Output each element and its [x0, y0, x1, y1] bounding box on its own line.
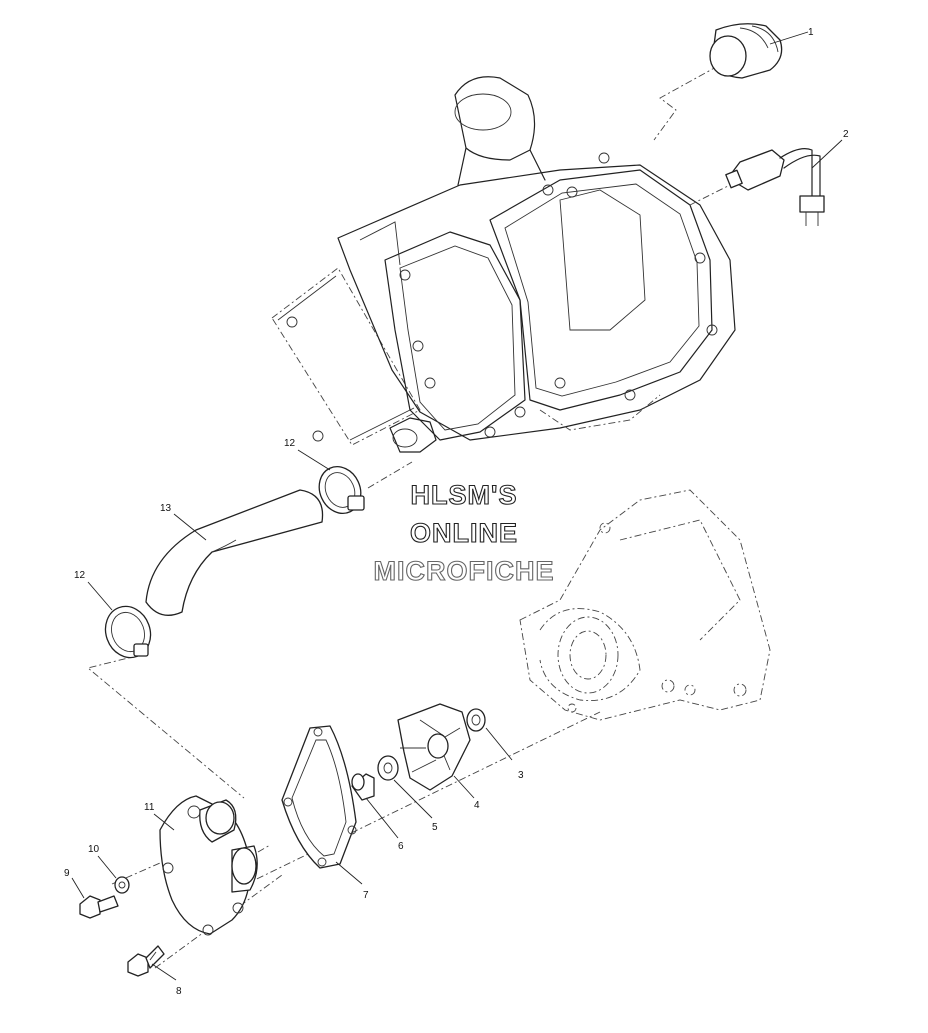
watermark-line-1: HLSM'S: [411, 480, 518, 510]
crankcase: [519, 489, 771, 721]
callout-2: 2: [843, 129, 849, 140]
callout-1: 1: [808, 27, 814, 38]
drain-plug: [351, 773, 375, 801]
water-pump-cover: [159, 795, 258, 936]
callout-3: 3: [518, 770, 524, 781]
cylinder-head-assembly: [271, 76, 736, 453]
leader-lines: [71, 31, 843, 981]
short-bolt: [79, 895, 119, 919]
watermark-line-3: MICROFICHE: [374, 556, 555, 586]
callout-7: 7: [363, 890, 369, 901]
washer: [377, 755, 399, 781]
thermostat: [709, 23, 783, 79]
callout-12-lower: 12: [74, 570, 86, 581]
callout-13: 13: [160, 503, 172, 514]
callout-11: 11: [144, 802, 155, 813]
watermark-line-2: ONLINE: [410, 518, 518, 548]
coolant-hose: [145, 489, 324, 616]
long-bolt: [127, 945, 165, 977]
callout-9: 9: [64, 868, 70, 879]
callout-8: 8: [176, 986, 182, 997]
callout-4: 4: [474, 800, 480, 811]
callout-labels: 1 2 3 4 5 6 7 8 9 10 11 12 12 13: [64, 27, 849, 997]
impeller: [397, 703, 471, 791]
pump-seal: [466, 708, 486, 732]
pump-gasket: [281, 725, 357, 869]
callout-5: 5: [432, 822, 438, 833]
callout-6: 6: [398, 841, 404, 852]
hose-clamp-lower: [104, 605, 152, 659]
hose-clamp-upper: [318, 466, 365, 514]
bolt-washer: [114, 876, 130, 894]
watermark: HLSM'S ONLINE MICROFICHE: [373, 479, 555, 586]
temperature-sensor: [725, 148, 825, 226]
callout-12-upper: 12: [284, 438, 296, 449]
callout-10: 10: [88, 844, 100, 855]
